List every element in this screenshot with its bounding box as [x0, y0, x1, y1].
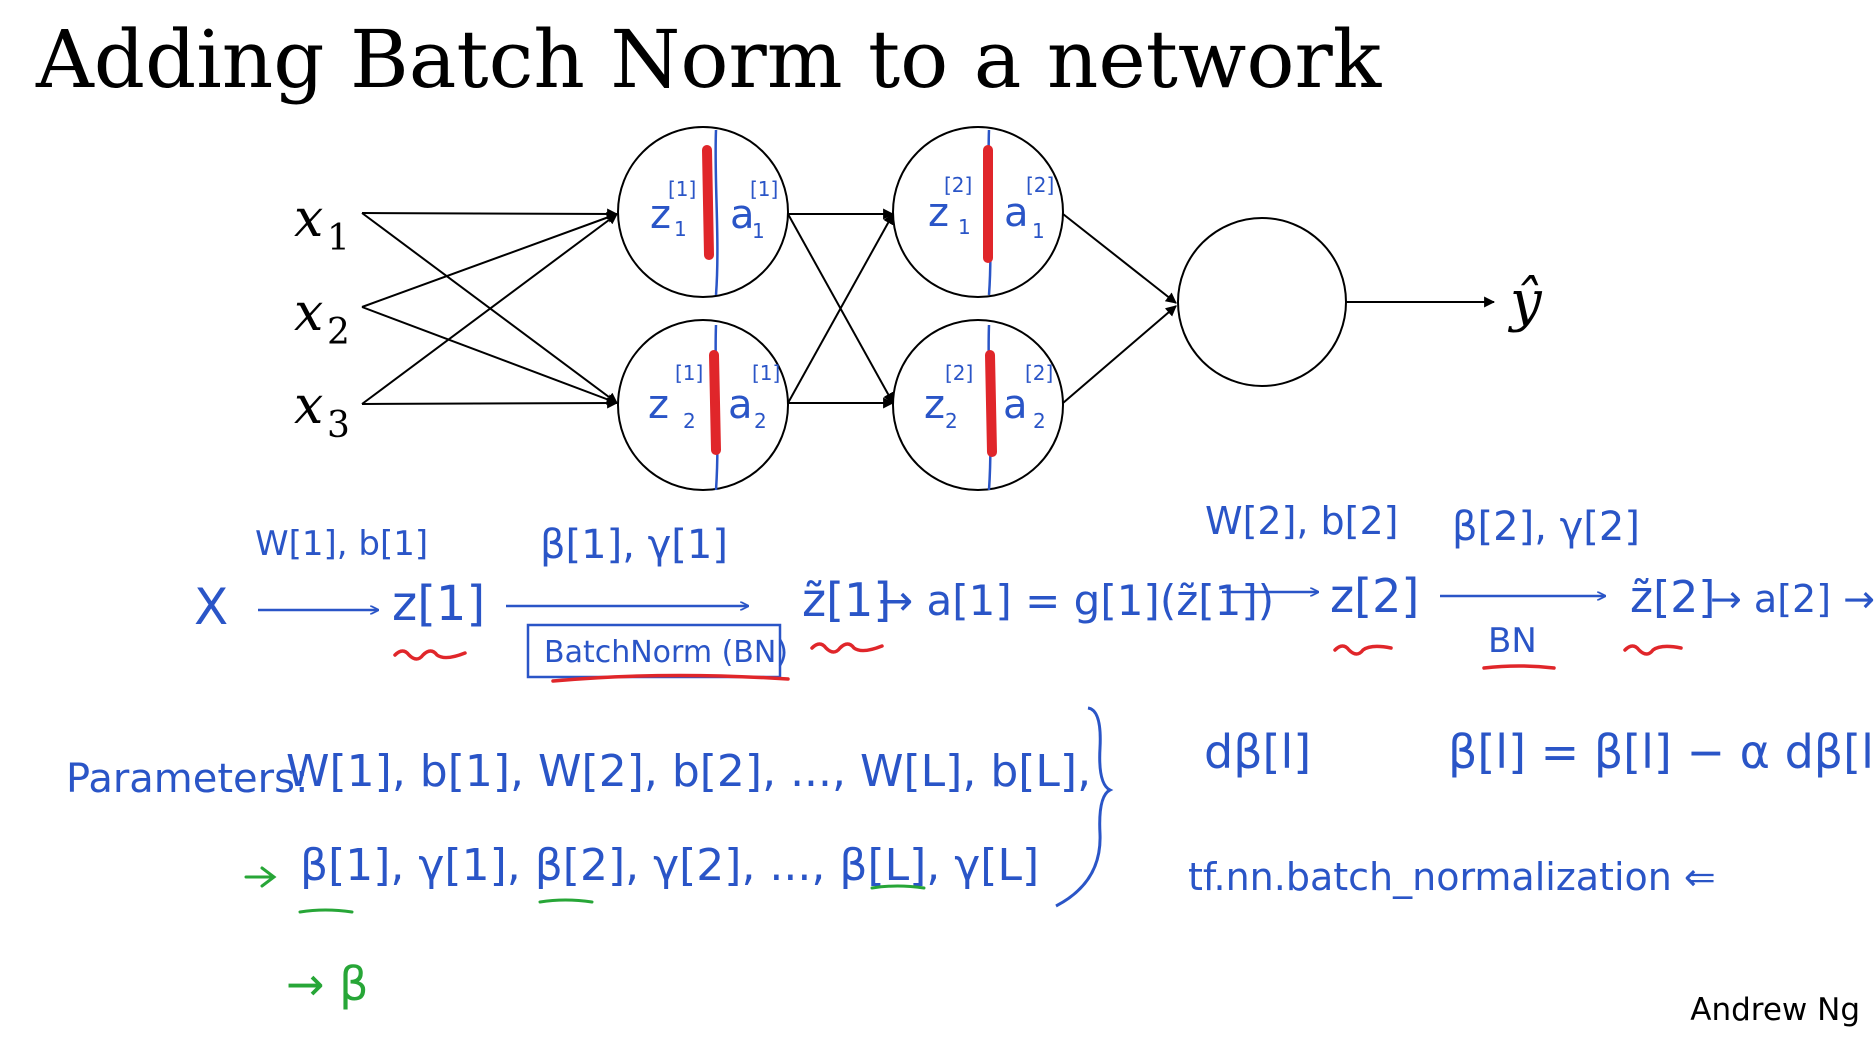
dbeta-label: dβ[l] — [1204, 725, 1311, 779]
svg-text:[1]: [1] — [752, 361, 780, 385]
svg-text:x: x — [294, 283, 323, 343]
update-rule: β[l] = β[l] − α dβ[l] — [1448, 725, 1874, 779]
svg-text:1: 1 — [958, 215, 971, 239]
z1: z[1] — [392, 576, 485, 632]
author-credit: Andrew Ng — [1690, 992, 1860, 1028]
input-x3: x 3 — [294, 376, 350, 446]
label-w1-b1: W[1], b[1] — [255, 524, 428, 564]
green-param-marks — [244, 866, 926, 914]
svg-text:z: z — [928, 190, 949, 236]
neuron-l2-n2-annotation: z [2] 2 a [2] 2 — [924, 361, 1053, 433]
input-x2: x 2 — [294, 283, 350, 353]
svg-text:x: x — [294, 189, 323, 249]
svg-text:[1]: [1] — [668, 177, 696, 201]
svg-text:[2]: [2] — [1026, 173, 1054, 197]
svg-text:1: 1 — [674, 217, 687, 241]
z1-tilde: z̃[1] — [802, 573, 891, 627]
svg-text:[2]: [2] — [944, 173, 972, 197]
svg-text:2: 2 — [754, 409, 767, 433]
neuron-l1-n2 — [617, 319, 789, 491]
svg-text:2: 2 — [1033, 409, 1046, 433]
svg-text:z: z — [924, 382, 945, 428]
neuron-l1-n2-annotation: z [1] 2 a [1] 2 — [648, 361, 780, 433]
output-neuron — [1177, 217, 1347, 387]
tf-batch-normalization: tf.nn.batch_normalization ⇐ — [1188, 855, 1716, 899]
neuron-l1-n1-annotation: z [1] 1 a [1] 1 — [650, 177, 778, 243]
batchnorm-label: BatchNorm (BN) — [544, 635, 788, 670]
label-beta1-gamma1: β[1], γ[1] — [540, 522, 728, 568]
svg-text:[1]: [1] — [675, 361, 703, 385]
red-underlines — [393, 642, 1683, 683]
z2: z[2] — [1330, 569, 1419, 623]
a1-equation: → a[1] = g[1](z̃[1]) — [878, 576, 1274, 625]
neuron-split-marks — [702, 129, 997, 491]
output-yhat: ŷ — [1507, 269, 1543, 334]
svg-text:2: 2 — [683, 409, 696, 433]
label-beta2-gamma2: β[2], γ[2] — [1452, 504, 1640, 550]
edges-input-to-layer1 — [361, 208, 619, 409]
label-w2-b2: W[2], b[2] — [1205, 499, 1399, 543]
svg-text:2: 2 — [945, 409, 958, 433]
a2-label: → a[2] → — [1710, 577, 1874, 621]
parameters-row2: β[1], γ[1], β[2], γ[2], ..., β[L], γ[L] — [300, 840, 1039, 891]
neuron-l2-n1 — [892, 126, 1064, 298]
svg-text:1: 1 — [752, 219, 765, 243]
svg-text:3: 3 — [327, 405, 350, 446]
svg-text:→ β: → β — [286, 957, 369, 1011]
svg-text:1: 1 — [1032, 219, 1045, 243]
svg-text:a: a — [1003, 382, 1028, 428]
svg-text:z: z — [648, 382, 669, 428]
svg-text:[2]: [2] — [1025, 361, 1053, 385]
parameters-brace — [1055, 706, 1114, 908]
input-x1: x 1 — [294, 189, 350, 259]
bn-label: BN — [1488, 621, 1537, 661]
z2-tilde: z̃[2] — [1630, 572, 1715, 623]
parameters-row1: W[1], b[1], W[2], b[2], ..., W[L], b[L], — [286, 746, 1091, 797]
parameters-label: Parameters: — [66, 756, 308, 802]
svg-text:z: z — [650, 192, 671, 238]
svg-text:a: a — [1004, 190, 1029, 236]
svg-text:[1]: [1] — [750, 177, 778, 201]
edges-layer2-to-output — [1062, 213, 1496, 404]
edges-layer1-to-layer2 — [787, 208, 895, 409]
slide-title: Adding Batch Norm to a network — [36, 13, 1382, 106]
forward-x: X — [194, 578, 228, 636]
svg-text:[2]: [2] — [945, 361, 973, 385]
svg-text:x: x — [294, 376, 323, 436]
neuron-l1-n1 — [617, 126, 789, 298]
svg-text:2: 2 — [327, 312, 350, 353]
svg-text:a: a — [730, 192, 755, 238]
beta-note: → β — [286, 957, 369, 1011]
neuron-l2-n2 — [892, 319, 1064, 491]
neuron-l2-n1-annotation: z [2] 1 a [2] 1 — [928, 173, 1054, 243]
svg-text:1: 1 — [327, 218, 350, 259]
svg-text:a: a — [728, 382, 753, 428]
